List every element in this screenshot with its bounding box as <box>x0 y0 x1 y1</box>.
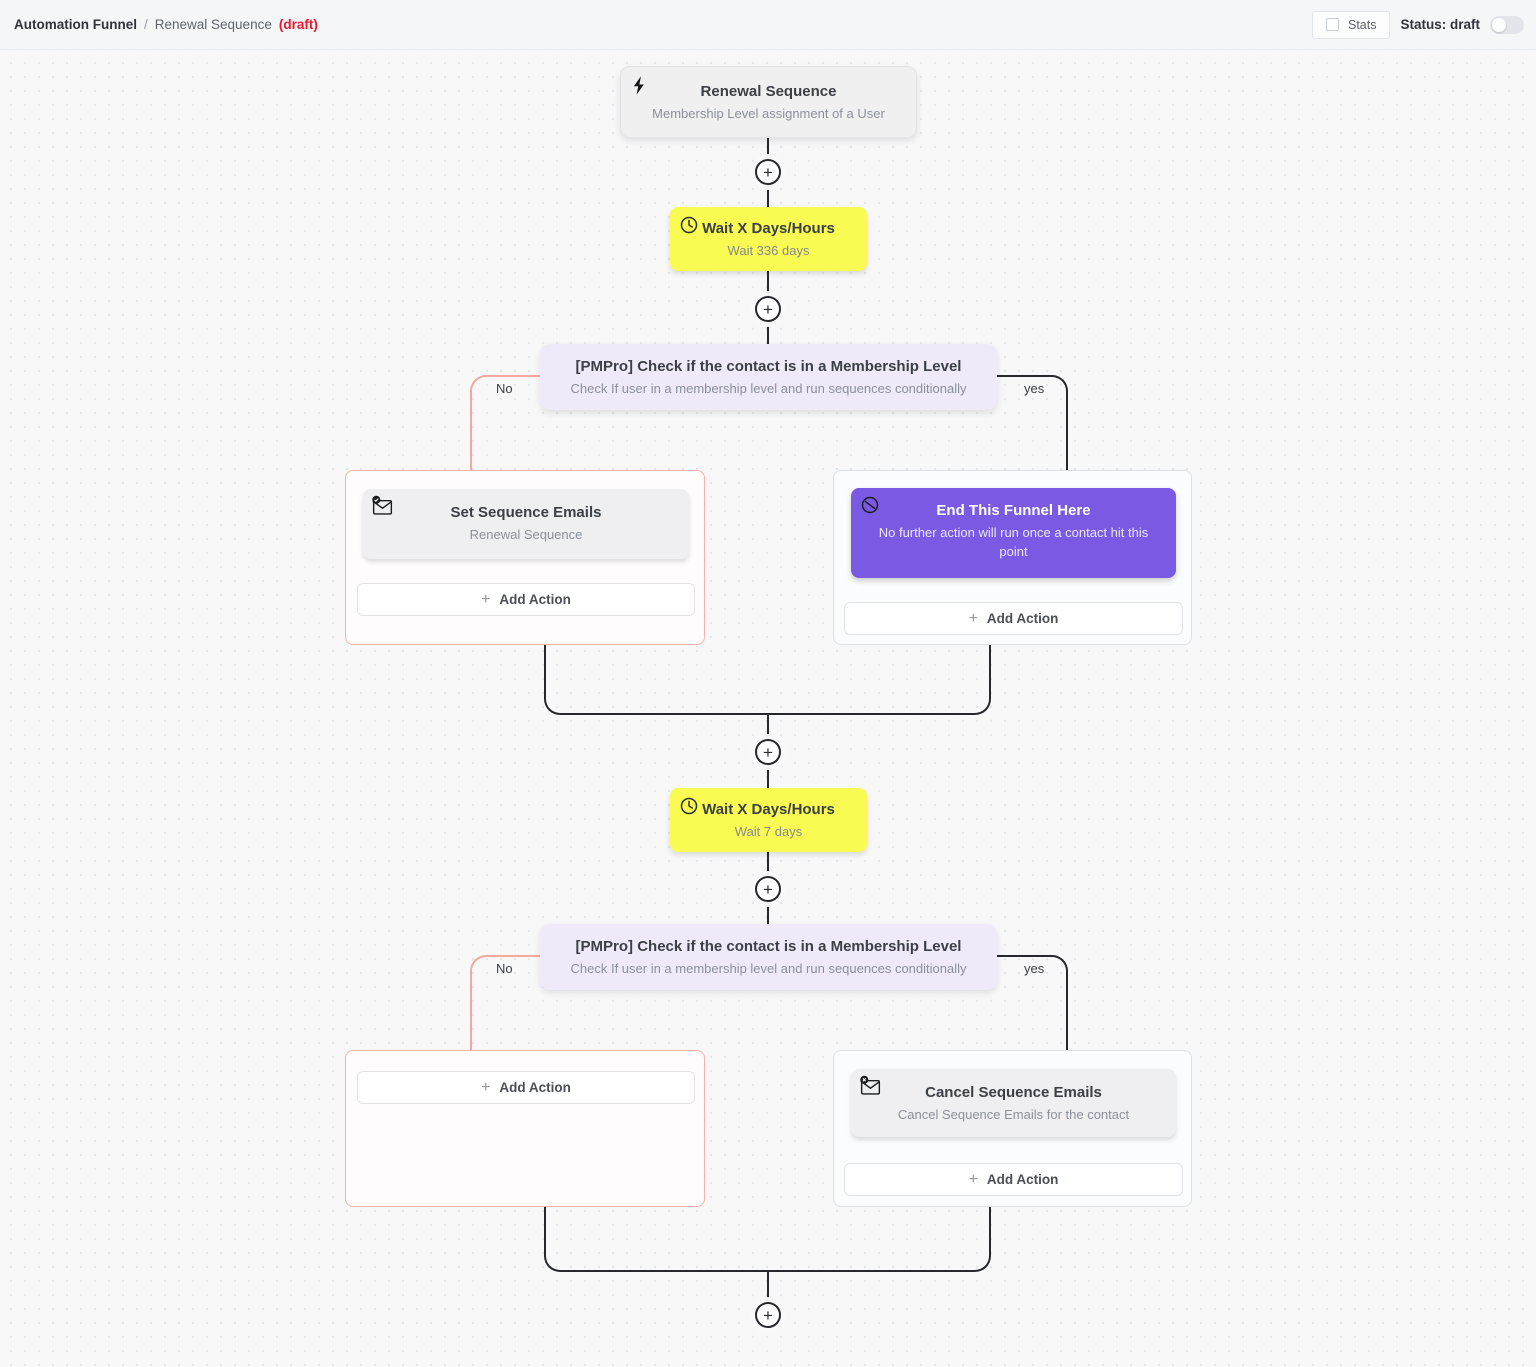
merge-edge-right <box>767 645 991 715</box>
breadcrumb-current: Renewal Sequence <box>154 17 272 32</box>
add-action-label: Add Action <box>986 611 1059 626</box>
merge-edge-left <box>544 645 768 715</box>
trigger-node[interactable]: Renewal Sequence Membership Level assign… <box>620 66 917 138</box>
wait-title: Wait X Days/Hours <box>702 220 835 237</box>
clock-icon <box>679 796 699 821</box>
funnel-canvas: No yes No yes + + + + + Renewal Sequence… <box>0 50 1536 1367</box>
action-subtitle: Renewal Sequence <box>469 527 583 542</box>
wait-subtitle: Wait 336 days <box>727 243 810 258</box>
conditional-subtitle: Check If user in a membership level and … <box>570 961 967 976</box>
add-node-button[interactable]: + <box>755 159 781 185</box>
status-toggle[interactable] <box>1490 15 1524 34</box>
wait-subtitle: Wait 7 days <box>734 824 803 839</box>
stats-checkbox[interactable] <box>1325 18 1339 31</box>
draft-badge: (draft) <box>278 17 318 32</box>
conditional-node[interactable]: [PMPro] Check if the contact is in a Mem… <box>540 344 997 410</box>
branch-edge-yes <box>995 375 1068 470</box>
set-sequence-emails-node[interactable]: Set Sequence Emails Renewal Sequence <box>363 489 689 559</box>
cancel-sequence-emails-node[interactable]: Cancel Sequence Emails Cancel Sequence E… <box>851 1069 1176 1137</box>
add-action-label: Add Action <box>499 1080 571 1095</box>
connector-line <box>767 1270 769 1304</box>
branch-label-no: No <box>496 381 513 396</box>
plus-icon: + <box>968 1170 978 1188</box>
end-funnel-node[interactable]: End This Funnel Here No further action w… <box>851 488 1176 578</box>
branch-label-yes: yes <box>1024 381 1045 396</box>
action-subtitle: Cancel Sequence Emails for the contact <box>897 1107 1130 1122</box>
stats-label: Stats <box>1347 17 1377 32</box>
action-title: Cancel Sequence Emails <box>925 1084 1102 1101</box>
add-node-button[interactable]: + <box>755 739 781 765</box>
clock-icon <box>679 215 699 240</box>
branch-container-yes: End This Funnel Here No further action w… <box>833 470 1192 645</box>
plus-icon: + <box>481 1078 491 1096</box>
no-entry-icon <box>860 495 880 520</box>
lightning-bolt-icon <box>630 75 647 101</box>
branch-container-yes: Cancel Sequence Emails Cancel Sequence E… <box>833 1050 1192 1207</box>
conditional-title: [PMPro] Check if the contact is in a Mem… <box>575 358 962 375</box>
add-node-button[interactable]: + <box>755 1302 781 1328</box>
add-action-button[interactable]: + Add Action <box>357 1071 695 1104</box>
add-action-button[interactable]: + Add Action <box>357 583 695 616</box>
end-funnel-title: End This Funnel Here <box>936 502 1091 519</box>
envelope-check-icon <box>371 495 394 522</box>
breadcrumb-separator: / <box>143 17 148 32</box>
branch-edge-no <box>470 375 542 470</box>
merge-edge-right <box>767 1207 991 1272</box>
branch-container-no: Set Sequence Emails Renewal Sequence + A… <box>345 470 705 645</box>
status-toggle-knob <box>1492 17 1506 32</box>
wait-title: Wait X Days/Hours <box>702 801 835 818</box>
branch-label-yes: yes <box>1024 961 1045 976</box>
add-node-button[interactable]: + <box>755 296 781 322</box>
plus-icon: + <box>968 609 978 627</box>
wait-node[interactable]: Wait X Days/Hours Wait 336 days <box>670 207 867 271</box>
breadcrumb: Automation Funnel / Renewal Sequence (dr… <box>14 17 318 32</box>
trigger-subtitle: Membership Level assignment of a User <box>652 106 885 121</box>
breadcrumb-root[interactable]: Automation Funnel <box>14 17 137 32</box>
add-node-button[interactable]: + <box>755 876 781 902</box>
branch-container-no: + Add Action <box>345 1050 705 1207</box>
envelope-x-icon <box>859 1075 882 1102</box>
branch-edge-no <box>470 955 542 1050</box>
wait-node[interactable]: Wait X Days/Hours Wait 7 days <box>670 788 867 852</box>
action-title: Set Sequence Emails <box>450 504 602 521</box>
merge-edge-left <box>544 1207 768 1272</box>
plus-icon: + <box>481 590 491 608</box>
end-funnel-subtitle: No further action will run once a contac… <box>878 525 1149 559</box>
conditional-title: [PMPro] Check if the contact is in a Mem… <box>575 938 962 955</box>
conditional-subtitle: Check If user in a membership level and … <box>570 381 967 396</box>
topbar-right: Stats Status: draft <box>1311 10 1524 39</box>
topbar: Automation Funnel / Renewal Sequence (dr… <box>0 0 1536 50</box>
add-action-button[interactable]: + Add Action <box>844 602 1183 635</box>
conditional-node[interactable]: [PMPro] Check if the contact is in a Mem… <box>540 924 997 990</box>
add-action-button[interactable]: + Add Action <box>844 1163 1183 1196</box>
add-action-label: Add Action <box>499 592 571 607</box>
status-label: Status: draft <box>1400 17 1480 32</box>
add-action-label: Add Action <box>986 1172 1059 1187</box>
trigger-title: Renewal Sequence <box>700 83 837 100</box>
branch-edge-yes <box>995 955 1068 1050</box>
stats-button[interactable]: Stats <box>1311 10 1391 39</box>
branch-label-no: No <box>496 961 513 976</box>
